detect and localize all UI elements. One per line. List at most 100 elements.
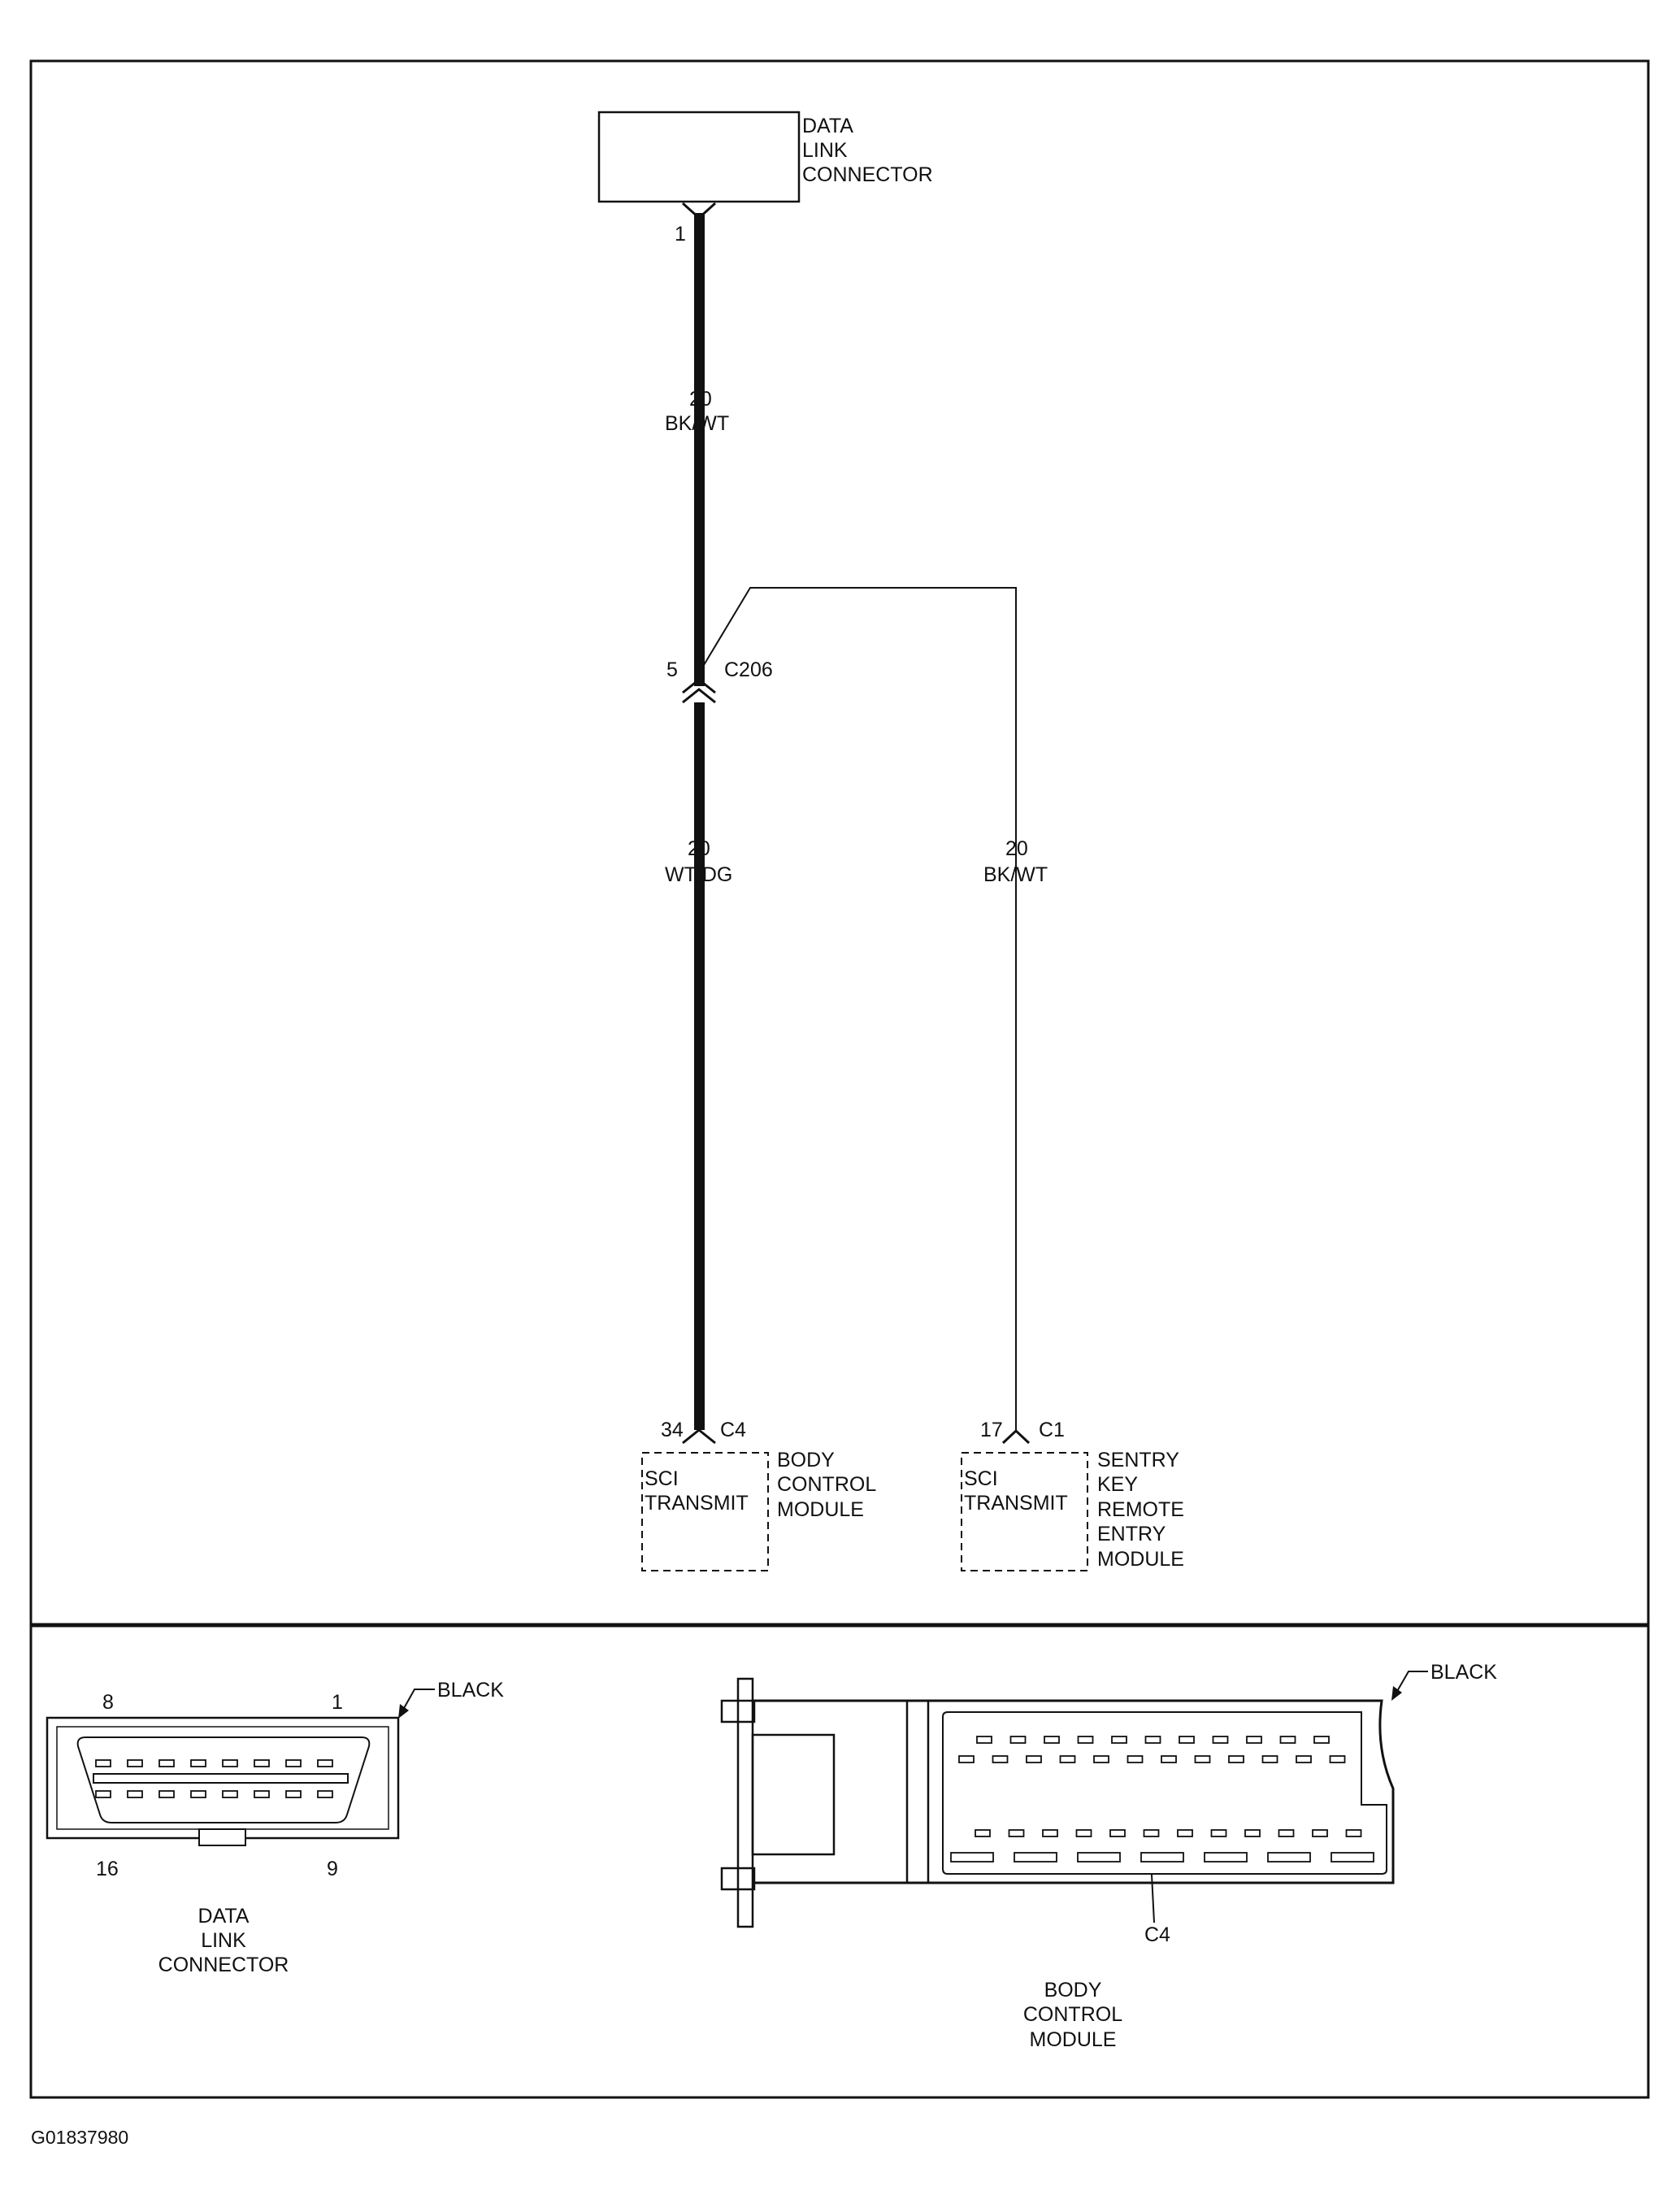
dlc-pin-cavity xyxy=(190,1790,206,1798)
bcm-pin-cavity xyxy=(1246,1736,1262,1744)
bcm-pin-cavity xyxy=(1279,1736,1296,1744)
bcm-pin-cavity xyxy=(1144,1736,1161,1744)
bcm-large-pin-cavity xyxy=(1014,1852,1057,1862)
bcm-pin: 34 xyxy=(661,1419,684,1441)
dlc-pin-cavity xyxy=(158,1790,175,1798)
dlc-face-label-line-1: DATA xyxy=(198,1905,250,1928)
dlc-face-view: 8 1 BLACK 16 9 DATA LINK CONNECTOR xyxy=(46,1679,504,1976)
bcm-face-label-line-1: BODY xyxy=(1044,1979,1102,2002)
bcm-face-connector: C4 xyxy=(1144,1923,1170,1946)
dlc-pin-cavity xyxy=(222,1759,238,1767)
dlc-pin-number: 1 xyxy=(675,223,686,246)
bcm-pin-cavity xyxy=(1179,1736,1195,1744)
bcm-pin-cavity xyxy=(976,1736,992,1744)
skrem-label-line-4: ENTRY xyxy=(1097,1523,1166,1545)
dlc-pin-cavity xyxy=(254,1790,270,1798)
bcm-face-label-line-3: MODULE xyxy=(1030,2028,1117,2051)
skrem-connector: C1 xyxy=(1039,1419,1065,1441)
wire-right-color: BK/WT xyxy=(983,863,1048,886)
skrem-function-line-1: SCI xyxy=(964,1467,998,1490)
wire-lower-color: WT/DG xyxy=(665,863,732,886)
wire-upper-gauge: 20 xyxy=(689,388,712,411)
bcm-pin-cavity xyxy=(1345,1829,1362,1837)
dlc-pin-cavity xyxy=(317,1790,333,1798)
bcm-function-line-2: TRANSMIT xyxy=(645,1492,749,1515)
bcm-pin-cavity xyxy=(1212,1736,1229,1744)
bcm-label-line-1: BODY xyxy=(777,1449,835,1471)
figure-code: G01837980 xyxy=(31,2127,128,2148)
dlc-face-label-line-3: CONNECTOR xyxy=(158,1954,289,1976)
bcm-pin-cavity xyxy=(1210,1829,1227,1837)
bcm-pin-cavity xyxy=(1044,1736,1060,1744)
dlc-pin-cavity xyxy=(95,1759,111,1767)
bcm-pin-cavity xyxy=(1042,1829,1058,1837)
bcm-connector: C4 xyxy=(720,1419,746,1441)
bcm-pin-cavity xyxy=(1312,1829,1328,1837)
splice-pin: 5 xyxy=(666,658,678,681)
bcm-pin-cavity xyxy=(958,1755,975,1763)
bcm-pin-cavity xyxy=(1244,1829,1261,1837)
bcm-pin-cavity xyxy=(1075,1829,1092,1837)
dlc-face-pin-8: 8 xyxy=(102,1691,114,1714)
wire-right-gauge: 20 xyxy=(1005,837,1028,860)
dlc-pin-cavity xyxy=(222,1790,238,1798)
bcm-c4-face-view: BLACK C4 BODY CONTROL MODULE xyxy=(720,1661,1497,2051)
bcm-pin-cavity xyxy=(1278,1829,1295,1837)
skrem-function-line-2: TRANSMIT xyxy=(964,1492,1068,1515)
skrem-module-symbol: 17 C1 SCI TRANSMIT SENTRY KEY REMOTE ENT… xyxy=(961,1419,1184,1571)
skrem-label-line-1: SENTRY xyxy=(1097,1449,1179,1471)
bcm-pin-cavity xyxy=(1109,1829,1126,1837)
bcm-label-line-2: CONTROL xyxy=(777,1473,876,1496)
bcm-pin-cavity xyxy=(1228,1755,1244,1763)
body-control-module-symbol: 34 C4 SCI TRANSMIT BODY CONTROL MODULE xyxy=(641,1419,876,1571)
dlc-pin-cavity xyxy=(127,1790,143,1798)
bcm-pin-cavity xyxy=(992,1755,1009,1763)
bcm-pin-cavity xyxy=(1261,1755,1278,1763)
bcm-pin-cavity xyxy=(1329,1755,1346,1763)
bcm-pin-cavity xyxy=(1161,1755,1177,1763)
bcm-pin-cavity xyxy=(1008,1829,1025,1837)
dlc-label-line-1: DATA xyxy=(802,115,853,137)
bcm-large-pin-cavity xyxy=(1204,1852,1248,1862)
dlc-face-label-line-2: LINK xyxy=(201,1929,246,1952)
bcm-pin-cavity xyxy=(1026,1755,1042,1763)
bcm-pin-cavity xyxy=(1077,1736,1094,1744)
dlc-pin-cavity xyxy=(127,1759,143,1767)
splice-connector: C206 xyxy=(724,658,773,681)
skrem-label-line-5: MODULE xyxy=(1097,1548,1184,1571)
dlc-label-line-2: LINK xyxy=(802,139,848,162)
bcm-large-pin-cavity xyxy=(1331,1852,1374,1862)
dlc-face-pin-9: 9 xyxy=(327,1858,338,1880)
skrem-pin: 17 xyxy=(980,1419,1003,1441)
bcm-large-pin-cavity xyxy=(950,1852,994,1862)
skrem-label-line-3: REMOTE xyxy=(1097,1498,1184,1521)
bcm-pin-cavity xyxy=(1296,1755,1312,1763)
bcm-pin-cavity xyxy=(975,1829,991,1837)
dlc-pin-cavity xyxy=(285,1759,302,1767)
bcm-function-line-1: SCI xyxy=(645,1467,679,1490)
dlc-pin-cavity xyxy=(190,1759,206,1767)
skrem-label-line-2: KEY xyxy=(1097,1473,1138,1496)
data-link-connector-symbol: DATA LINK CONNECTOR 1 xyxy=(597,111,933,246)
bcm-label-line-3: MODULE xyxy=(777,1498,864,1521)
dlc-pin-cavity xyxy=(317,1759,333,1767)
bcm-face-label-line-2: CONTROL xyxy=(1023,2003,1122,2026)
dlc-label-line-3: CONNECTOR xyxy=(802,163,933,186)
bcm-large-pin-cavity xyxy=(1267,1852,1311,1862)
wire-upper-color: BK/WT xyxy=(665,412,729,435)
bcm-pin-cavity xyxy=(1009,1736,1027,1744)
dlc-face-pin-16: 16 xyxy=(96,1858,119,1880)
dlc-face-color: BLACK xyxy=(437,1679,504,1702)
bcm-pin-cavity xyxy=(1143,1829,1160,1837)
dlc-pin-cavity xyxy=(285,1790,302,1798)
bcm-face-color: BLACK xyxy=(1430,1661,1497,1684)
wire-lower-gauge: 20 xyxy=(688,837,710,860)
dlc-pin-cavity xyxy=(95,1790,111,1798)
branch-wire xyxy=(703,587,1031,1445)
bcm-pin-cavity xyxy=(1093,1755,1109,1763)
bcm-pin-cavity xyxy=(1313,1736,1330,1744)
dlc-pin-cavity xyxy=(158,1759,175,1767)
bcm-pin-cavity xyxy=(1127,1755,1144,1763)
outer-frame xyxy=(29,59,1650,2099)
